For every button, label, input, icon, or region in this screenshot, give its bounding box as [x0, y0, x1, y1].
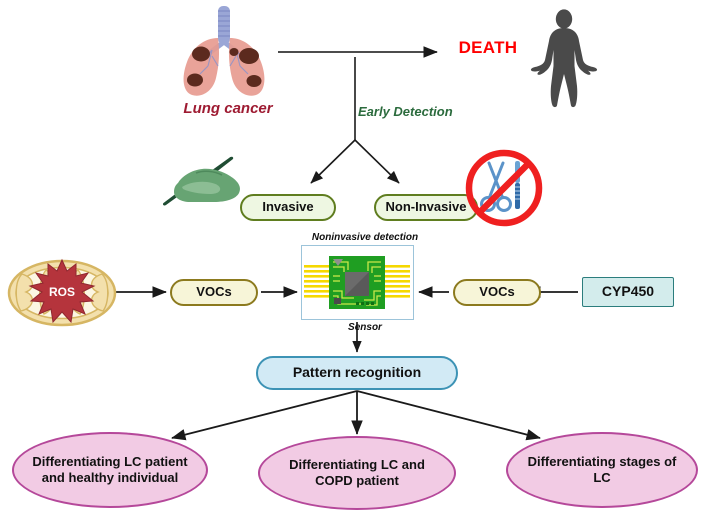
hand-holding-scalpel-icon: [152, 152, 250, 208]
lung-cancer-label: Lung cancer: [183, 100, 273, 117]
sensor-frame: [301, 245, 414, 320]
cyp450-label: CYP450: [601, 283, 655, 300]
invasive-node[interactable]: Invasive: [240, 194, 336, 221]
outcome-label: Differentiating LC patient and healthy i…: [32, 453, 188, 485]
outcome-ellipse-lc-stages[interactable]: Differentiating stages of LC: [506, 432, 698, 508]
vocs-right-node[interactable]: VOCs: [453, 279, 541, 306]
noninvasive-detection-label: Noninvasive detection: [311, 232, 419, 243]
no-surgery-prohibition-icon: [462, 146, 546, 230]
non-invasive-node[interactable]: Non-Invasive: [374, 194, 478, 221]
pattern-recognition-label: Pattern recognition: [292, 364, 422, 381]
vocs-left-label: VOCs: [196, 284, 232, 300]
non-invasive-label: Non-Invasive: [385, 199, 467, 215]
outcome-label: Differentiating LC and COPD patient: [289, 456, 425, 488]
lungs-icon: [168, 4, 280, 100]
invasive-label: Invasive: [262, 199, 314, 215]
vocs-left-node[interactable]: VOCs: [170, 279, 258, 306]
sensor-label: Sensor: [348, 322, 382, 333]
death-label: DEATH: [458, 38, 518, 57]
pattern-recognition-node[interactable]: Pattern recognition: [256, 356, 458, 390]
outcome-ellipse-lc-vs-copd[interactable]: Differentiating LC and COPD patient: [258, 436, 456, 510]
early-detection-label: Early Detection: [358, 104, 453, 119]
human-body-silhouette-icon: [528, 8, 600, 108]
outcome-ellipse-lc-vs-healthy[interactable]: Differentiating LC patient and healthy i…: [12, 432, 208, 508]
mitochondrion-icon: ROS: [6, 258, 118, 328]
vocs-right-label: VOCs: [479, 284, 515, 300]
ros-label: ROS: [49, 285, 75, 299]
cyp450-node[interactable]: CYP450: [582, 277, 674, 307]
outcome-label: Differentiating stages of LC: [527, 453, 677, 485]
sensor-chip-icon: [304, 256, 410, 309]
